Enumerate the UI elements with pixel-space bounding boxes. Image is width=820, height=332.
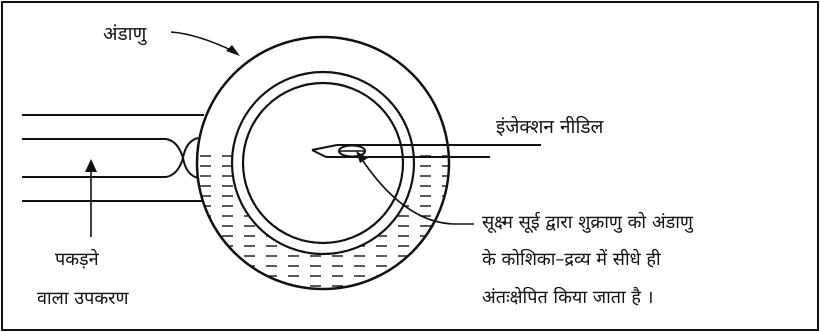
holder-arrowhead: [85, 159, 97, 172]
egg-arrowhead: [226, 45, 240, 56]
label-holder-line1: पकड़ने: [55, 248, 100, 270]
label-egg: अंडाणु: [103, 23, 147, 46]
label-injection-needle: इंजेक्शन नीडिल: [496, 115, 605, 138]
caption-line-3: अंतःक्षेपित किया जाता है ।: [482, 286, 654, 308]
holding-pipette: [22, 115, 204, 201]
egg-pointer-line: [171, 32, 235, 52]
caption-line-2: के कोशिका–द्रव्य में सीधे ही: [482, 248, 661, 270]
label-holder-line2: वाला उपकरण: [37, 288, 130, 309]
caption-line-1: सूक्ष्म सूई द्वारा शुक्राणु को अंडाणु: [482, 211, 694, 233]
egg-nucleus-region: [243, 83, 403, 243]
